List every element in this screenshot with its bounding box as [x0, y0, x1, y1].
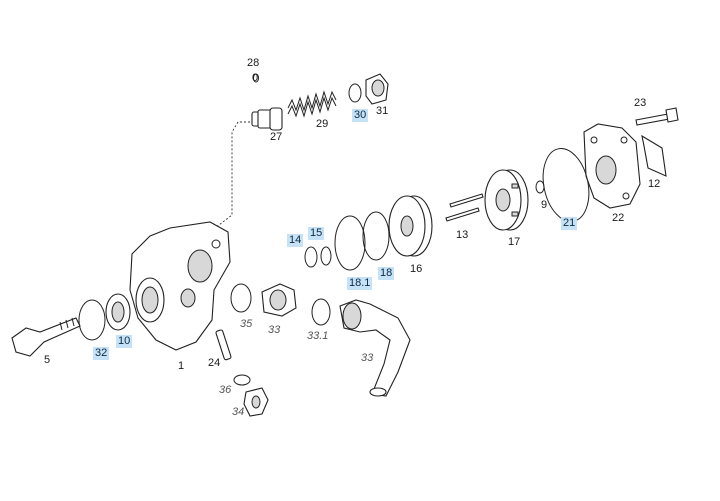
part-17: [484, 169, 529, 231]
label-21: 21: [561, 217, 578, 230]
part-24: [215, 329, 232, 361]
part-18-1: [334, 215, 366, 271]
label-18: 18: [378, 267, 395, 280]
label-30: 30: [352, 109, 369, 122]
part-34: [243, 387, 269, 417]
part-33-1: [311, 298, 331, 326]
label-15: 15: [308, 227, 325, 240]
label-22: 22: [612, 212, 625, 224]
label-36: 36: [219, 384, 232, 396]
part-1-housing: [129, 221, 231, 351]
label-33-elbow: 33: [361, 352, 374, 364]
part-5-shaft: [11, 317, 81, 357]
leader-line: [214, 121, 250, 229]
part-18: [362, 211, 390, 261]
label-9: 9: [541, 199, 548, 211]
part-29: [287, 90, 337, 118]
part-33-fitting: [261, 283, 297, 317]
label-31: 31: [376, 105, 389, 117]
label-33-fitting: 33: [268, 324, 281, 336]
part-9: [535, 180, 545, 194]
label-33-1: 33.1: [307, 330, 329, 342]
label-32: 32: [93, 347, 110, 360]
label-10: 10: [116, 335, 133, 348]
label-1: 1: [178, 360, 185, 372]
label-12: 12: [648, 178, 661, 190]
label-17: 17: [508, 236, 521, 248]
part-23: [635, 107, 679, 126]
part-10-seal: [105, 293, 131, 331]
part-32: [78, 299, 106, 341]
label-34: 34: [232, 406, 245, 418]
part-36: [233, 374, 251, 386]
part-22: [583, 123, 641, 209]
part-27: [251, 107, 283, 131]
label-13: 13: [456, 229, 469, 241]
label-23: 23: [634, 97, 647, 109]
label-27: 27: [270, 131, 283, 143]
part-14: [304, 246, 318, 268]
label-16: 16: [410, 263, 423, 275]
part-12: [641, 134, 667, 177]
label-35: 35: [240, 318, 253, 330]
label-0: 0: [252, 72, 259, 84]
part-13: [445, 193, 484, 222]
part-15: [320, 246, 332, 266]
label-18-1: 18.1: [347, 277, 373, 290]
part-35: [230, 283, 252, 313]
label-14: 14: [287, 234, 304, 247]
part-33-elbow: [339, 299, 411, 397]
label-28: 28: [247, 57, 260, 69]
part-31: [365, 73, 389, 105]
part-28: [253, 73, 259, 83]
label-5: 5: [44, 354, 51, 366]
part-16: [388, 195, 433, 257]
part-30: [348, 83, 362, 103]
label-24: 24: [208, 357, 221, 369]
label-29: 29: [316, 118, 329, 130]
